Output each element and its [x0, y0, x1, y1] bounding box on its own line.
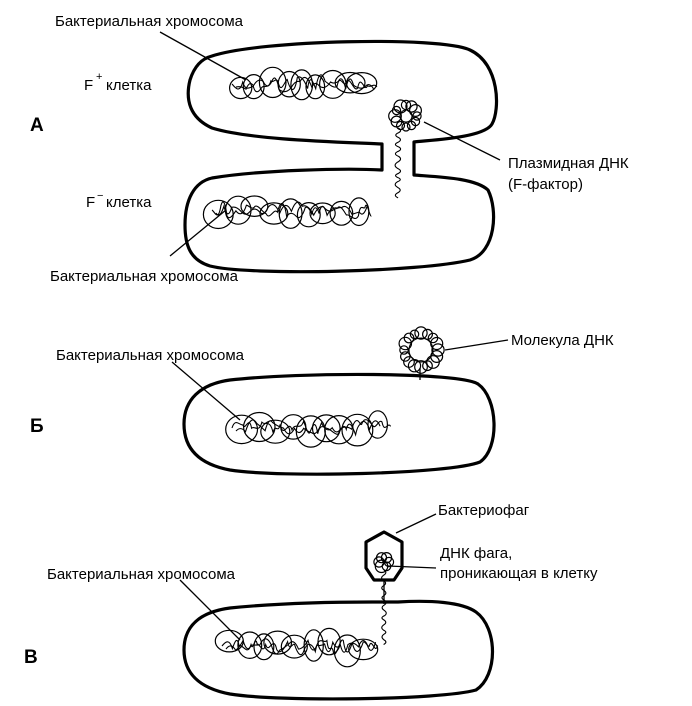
dna-coil-loop [399, 345, 409, 355]
dna-coil-loop [405, 100, 418, 113]
panel-c: В Бактериальная хромосома Бактериофаг ДН… [24, 502, 598, 701]
dna-coil-loop [391, 105, 402, 116]
chromosome-top-cell [228, 66, 378, 101]
leader-line-top-chromosome [159, 31, 247, 81]
chromosome-strand [231, 419, 392, 437]
dna-strand [381, 569, 387, 645]
bottom-chromosome-label: Бактериальная хромосома [50, 268, 239, 285]
f-minus-superscript: − [97, 190, 103, 202]
dna-strand [394, 127, 402, 199]
chromosome-loop [280, 634, 308, 659]
panel-b: Б Бактериальная хромосома Молекула ДНК [30, 326, 614, 476]
bacteriophage-label: Бактериофаг [438, 502, 530, 519]
leader-line-bacteriophage [395, 513, 437, 534]
conjugating-cells-outline [183, 39, 499, 274]
chromosome-loop [263, 630, 293, 655]
bacteriophage-icon [364, 530, 404, 582]
phage-dna-label-line-2: проникающая в клетку [440, 565, 598, 582]
dna-coil-loop [375, 552, 388, 564]
dna-coil-inner [399, 109, 413, 123]
chromosome-loop [348, 638, 379, 661]
f-minus-prefix: F [86, 194, 95, 211]
chromosome-loop [290, 69, 314, 101]
chromosome-loop [333, 634, 361, 668]
f-plus-cell-label: клетка [106, 77, 152, 94]
chromosome-loop [260, 419, 291, 444]
chromosome-strand [211, 201, 372, 220]
leader-line-phage-dna [387, 565, 437, 569]
panel-a: А Бактериальная хромосома F + клетка F −… [30, 13, 629, 285]
dna-coil-loop [431, 343, 445, 357]
chromosome-loop [309, 202, 336, 225]
leader-line-plasmid [423, 121, 501, 161]
dna-coil-loop [409, 103, 423, 117]
chromosome-loop [345, 71, 378, 95]
chromosome-loop [329, 200, 354, 226]
dna-coil-loop [399, 351, 411, 362]
chromosome-strand [215, 201, 368, 217]
top-chromosome-label: Бактериальная хромосома [55, 13, 244, 30]
chromosome-loop [296, 201, 321, 228]
chromosome-loop [237, 631, 263, 659]
plasmid-label-line-1: Плазмидная ДНК [508, 155, 629, 172]
chromosome-loop [240, 195, 269, 217]
chromosome-loop [278, 198, 303, 229]
dna-molecule-label: Молекула ДНК [511, 332, 614, 349]
chromosome-loop [341, 413, 374, 447]
f-plus-superscript: + [96, 71, 102, 83]
dna-coil-loop [409, 329, 420, 340]
dna-coil-loop [406, 120, 417, 131]
chromosome-strand [235, 76, 374, 93]
panel-letter-c: В [24, 647, 38, 668]
chromosome-loop [367, 410, 388, 439]
chromosome-strand [235, 419, 381, 435]
dna-coil-loop [380, 552, 393, 564]
chromosome-loop [258, 66, 287, 99]
phage-dna-label-line-1: ДНК фага, [440, 545, 512, 562]
dna-coil-loop [414, 326, 428, 340]
panel-letter-b: Б [30, 416, 44, 437]
leader-line-chromosome-c [179, 579, 241, 641]
leader-line-chromosome-b [171, 361, 241, 421]
leader-line-dna-molecule [444, 339, 509, 351]
chromosome-infected-cell [214, 627, 379, 668]
chromosome-loop [311, 414, 341, 443]
chromosome-label-b: Бактериальная хромосома [56, 347, 245, 364]
plasmid-dna-icon [388, 99, 423, 199]
panel-letter-a: А [30, 115, 44, 136]
dna-coil-loop [426, 355, 440, 369]
chromosome-label-c: Бактериальная хромосома [47, 566, 236, 583]
chromosome-loop [242, 411, 276, 443]
chromosome-recipient-cell [225, 410, 392, 448]
dna-coil-loop [422, 328, 434, 340]
dna-coil-inner [408, 337, 434, 363]
dna-coil-loop [401, 122, 411, 132]
chromosome-loop [253, 633, 275, 661]
dna-coil-loop [403, 356, 415, 368]
chromosome-loop [225, 414, 259, 445]
chromosome-loop [317, 627, 341, 656]
chromosome-loop [259, 202, 289, 225]
dna-coil-loop [414, 360, 428, 374]
f-plus-prefix: F [84, 77, 93, 94]
chromosome-strand [225, 638, 377, 655]
plasmid-label-line-2: (F-фактор) [508, 176, 583, 193]
free-dna-molecule-icon [398, 326, 445, 374]
chromosome-bottom-cell [202, 195, 372, 230]
dna-coil-loop [422, 360, 433, 372]
f-minus-cell-label: клетка [106, 194, 152, 211]
leader-line-bottom-chromosome [169, 209, 227, 257]
